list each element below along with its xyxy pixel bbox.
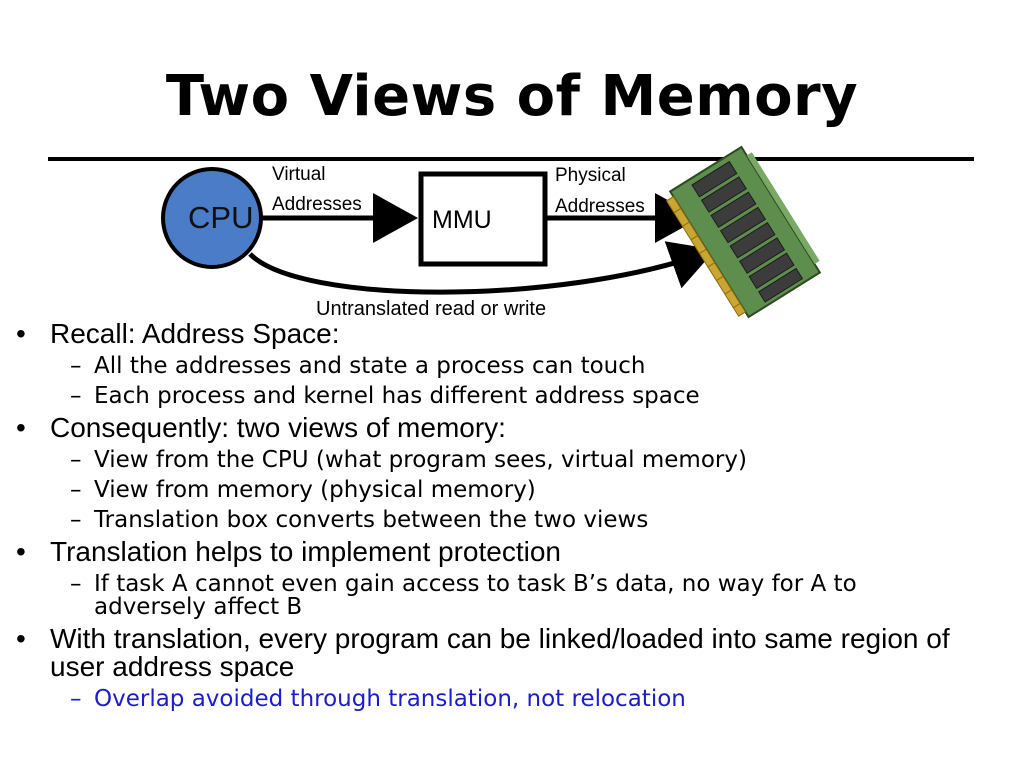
virtual-label-line2: Addresses: [272, 194, 362, 215]
virtual-label-line1: Virtual: [272, 164, 326, 185]
sub-bullet-item: View from memory (physical memory): [14, 479, 1014, 503]
title-divider: [48, 157, 974, 161]
ram-module-icon: [665, 145, 822, 319]
untranslated-label: Untranslated read or write: [316, 298, 547, 320]
cpu-circle: [161, 167, 263, 269]
physical-label-line2: Addresses: [555, 196, 645, 217]
mmu-box: [418, 171, 548, 267]
sub-bullet-item: If task A cannot even gain access to tas…: [14, 573, 934, 619]
bullet-item: Recall: Address Space:: [14, 320, 1014, 349]
untranslated-arrow: [248, 241, 716, 295]
sub-bullet-item-highlight: Overlap avoided through translation, not…: [14, 688, 1014, 712]
sub-bullet-item: Translation box converts between the two…: [14, 509, 1014, 533]
sub-bullet-item: All the addresses and state a process ca…: [14, 355, 1014, 379]
sub-bullet-item: View from the CPU (what program sees, vi…: [14, 449, 1014, 473]
bullet-item: Translation helps to implement protectio…: [14, 538, 1014, 567]
cpu-label: CPU: [188, 200, 254, 235]
mmu-label: MMU: [432, 206, 492, 234]
slide-title: Two Views of Memory: [165, 64, 859, 129]
bullet-item: With translation, every program can be l…: [14, 625, 980, 681]
physical-label-line1: Physical: [555, 165, 626, 186]
bullet-list: Recall: Address Space: All the addresses…: [14, 314, 1014, 712]
memory-diagram: [161, 145, 822, 319]
bullet-item: Consequently: two views of memory:: [14, 414, 1014, 443]
sub-bullet-item: Each process and kernel has different ad…: [14, 385, 1014, 409]
